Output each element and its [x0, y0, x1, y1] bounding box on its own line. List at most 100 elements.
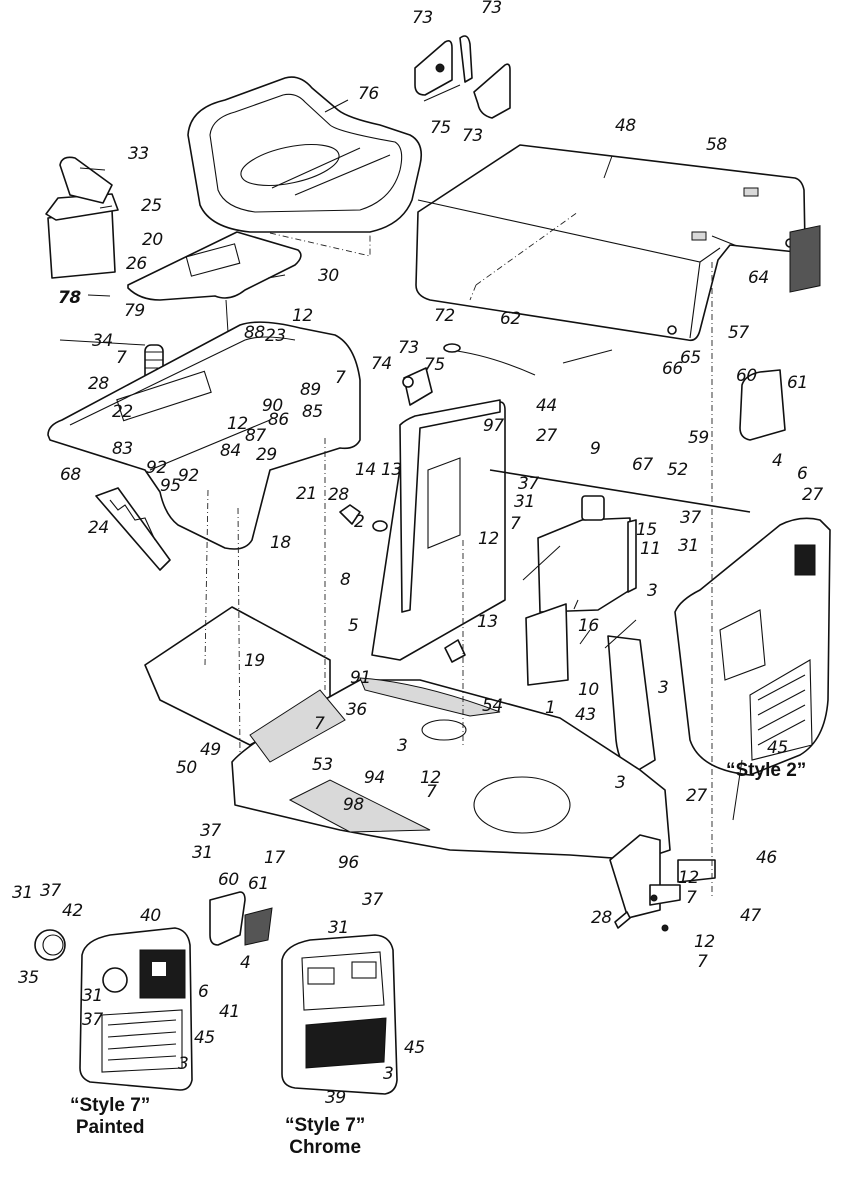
callout-35: 35	[18, 968, 39, 988]
light-housing-lower	[209, 891, 273, 946]
callout-23: 23	[265, 326, 286, 346]
callout-57: 57	[728, 323, 749, 343]
callout-26: 26	[126, 254, 147, 274]
frame	[144, 606, 671, 861]
callout-12: 12	[678, 868, 699, 888]
callout-89: 89	[300, 380, 321, 400]
callout-2: 2	[354, 512, 365, 532]
callout-62: 62	[500, 309, 521, 329]
callout-20: 20	[142, 230, 163, 250]
callout-92: 92	[178, 466, 199, 486]
grille-style-7-chrome	[281, 934, 398, 1095]
caption-style-7-painted-line1: “Style 7”	[70, 1095, 151, 1116]
callout-78: 78	[58, 288, 81, 308]
callout-31: 31	[328, 918, 349, 938]
callout-66: 66	[662, 359, 683, 379]
callout-4: 4	[240, 953, 251, 973]
callout-10: 10	[578, 680, 599, 700]
callout-68: 68	[60, 465, 81, 485]
callout-52: 52	[667, 460, 688, 480]
callout-40: 40	[140, 906, 161, 926]
dash-panel	[371, 399, 506, 661]
callout-7: 7	[426, 782, 437, 802]
callout-67: 67	[632, 455, 653, 475]
callout-73: 73	[462, 126, 483, 146]
callout-6: 6	[198, 982, 209, 1002]
callout-7: 7	[314, 714, 325, 734]
callout-91: 91	[350, 668, 371, 688]
callout-86: 86	[268, 410, 289, 430]
callout-33: 33	[128, 144, 149, 164]
fender	[47, 321, 361, 550]
callout-29: 29	[256, 445, 277, 465]
callout-75: 75	[424, 355, 445, 375]
grille-style-2	[674, 517, 831, 776]
seat	[187, 76, 423, 257]
callout-49: 49	[200, 740, 221, 760]
callout-18: 18	[270, 533, 291, 553]
callout-24: 24	[88, 518, 109, 538]
callout-37: 37	[82, 1010, 103, 1030]
callout-8: 8	[340, 570, 351, 590]
callout-60: 60	[218, 870, 239, 890]
callout-37: 37	[518, 474, 539, 494]
callout-6: 6	[797, 464, 808, 484]
caption-style-7-chrome: “Style 7” Chrome	[285, 1115, 365, 1160]
callout-73: 73	[481, 0, 502, 18]
callout-94: 94	[364, 768, 385, 788]
callout-12: 12	[227, 414, 248, 434]
fuel-tank	[525, 495, 637, 686]
callout-7: 7	[686, 888, 697, 908]
callout-1: 1	[545, 698, 556, 718]
battery	[45, 156, 119, 279]
callout-28: 28	[591, 908, 612, 928]
callout-97: 97	[483, 416, 504, 436]
callout-85: 85	[302, 402, 323, 422]
caption-style-7-chrome-line2: Chrome	[289, 1137, 362, 1159]
callout-37: 37	[40, 881, 61, 901]
callout-12: 12	[292, 306, 313, 326]
callout-11: 11	[640, 539, 661, 559]
callout-31: 31	[514, 492, 535, 512]
callout-13: 13	[381, 460, 402, 480]
callout-7: 7	[697, 952, 708, 972]
callout-19: 19	[244, 651, 265, 671]
callout-84: 84	[220, 441, 241, 461]
callout-83: 83	[112, 439, 133, 459]
callout-37: 37	[680, 508, 701, 528]
caption-style-2: “Style 2”	[726, 760, 806, 782]
callout-28: 28	[88, 374, 109, 394]
callout-7: 7	[335, 368, 346, 388]
fender-step	[95, 487, 171, 571]
callout-27: 27	[686, 786, 707, 806]
caption-style-7-painted: “Style 7” Painted	[70, 1095, 150, 1140]
callout-61: 61	[787, 373, 808, 393]
callout-15: 15	[636, 520, 657, 540]
caption-style-2-text: “Style 2”	[726, 760, 807, 781]
callout-48: 48	[615, 116, 636, 136]
callout-12: 12	[478, 529, 499, 549]
callout-42: 42	[62, 901, 83, 921]
caption-style-7-chrome-line1: “Style 7”	[285, 1115, 366, 1136]
callout-9: 9	[590, 439, 601, 459]
callout-75: 75	[430, 118, 451, 138]
callout-31: 31	[82, 986, 103, 1006]
callout-98: 98	[343, 795, 364, 815]
callout-37: 37	[362, 890, 383, 910]
callout-14: 14	[355, 460, 376, 480]
callout-31: 31	[678, 536, 699, 556]
callout-60: 60	[736, 366, 757, 386]
callout-27: 27	[802, 485, 823, 505]
callout-72: 72	[434, 306, 455, 326]
callout-79: 79	[124, 301, 145, 321]
callout-3: 3	[658, 678, 669, 698]
callout-13: 13	[477, 612, 498, 632]
callout-3: 3	[397, 736, 408, 756]
callout-7: 7	[116, 348, 127, 368]
callout-28: 28	[328, 485, 349, 505]
callout-45: 45	[767, 738, 788, 758]
callout-12: 12	[420, 768, 441, 788]
callout-3: 3	[647, 581, 658, 601]
callout-59: 59	[688, 428, 709, 448]
